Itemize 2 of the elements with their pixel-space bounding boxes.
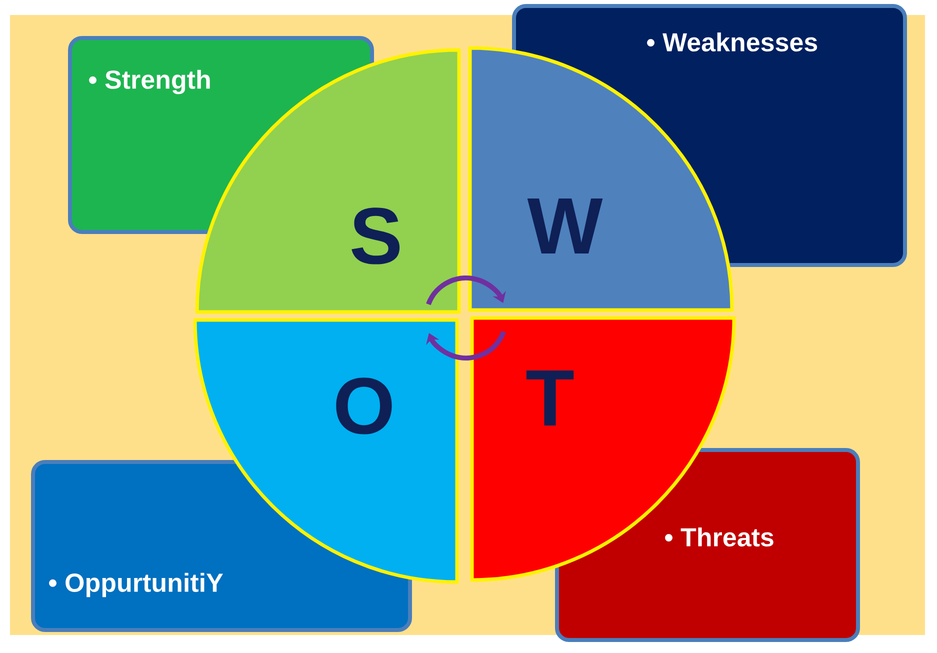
cycle-arrow [426,276,506,306]
cycle-arrow [426,330,506,360]
